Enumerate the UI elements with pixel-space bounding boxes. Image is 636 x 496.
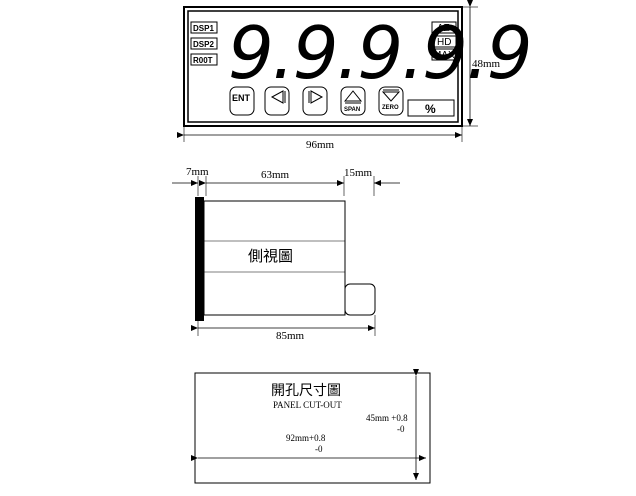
span-button[interactable]: SPAN <box>340 86 366 116</box>
percent-label: % <box>425 102 436 116</box>
cutout-view: 開孔尺寸圖 PANEL CUT-OUT 45mm +0.8 -0 92mm+0.… <box>191 369 431 484</box>
left-button[interactable] <box>264 86 290 116</box>
side-left-label: 7mm <box>186 166 209 178</box>
side-middle-label: 63mm <box>261 169 290 181</box>
cutout-width-label: 92mm+0.8 <box>286 433 326 443</box>
side-connector <box>344 283 376 316</box>
side-right-label: 15mm <box>344 167 373 179</box>
tag-dsp2: DSP2 <box>193 40 214 49</box>
zero-button-label: ZERO <box>382 105 399 111</box>
cutout-height-tol: -0 <box>397 424 405 434</box>
width-label: 96mm <box>306 139 335 151</box>
front-view: DSP1 DSP2 R00T 9.9.9.9.9 AZ HD MAX ENT <box>177 0 533 151</box>
display-digits: 9.9.9.9.9 <box>228 11 531 95</box>
tag-box-az <box>431 21 457 34</box>
cutout-frame <box>194 372 431 484</box>
tag-box-hd <box>431 35 457 48</box>
cutout-title-en: PANEL CUT-OUT <box>273 400 342 410</box>
ent-button[interactable]: ENT <box>229 86 255 116</box>
cutout-width-tol: -0 <box>315 444 323 454</box>
tag-root: R00T <box>193 56 213 65</box>
span-button-label: SPAN <box>344 107 360 113</box>
up-triangle-icon <box>343 90 363 102</box>
left-triangle-icon <box>270 90 284 104</box>
right-triangle-icon <box>310 90 324 104</box>
right-button[interactable] <box>302 86 328 116</box>
tag-box-dsp1 <box>190 21 218 34</box>
down-triangle-icon <box>381 91 401 102</box>
tag-dsp1: DSP1 <box>193 24 214 33</box>
cutout-title-cn: 開孔尺寸圖 <box>271 383 341 399</box>
side-view-title: 側視圖 <box>248 247 293 265</box>
tag-box-max <box>431 48 457 61</box>
height-label: 48mm <box>472 58 501 70</box>
tag-box-root <box>190 53 218 66</box>
tag-az: AZ <box>437 23 450 34</box>
side-view: 7mm 63mm 15mm 側視圖 85mm <box>172 166 400 342</box>
ent-button-label: ENT <box>232 93 251 103</box>
tag-hd: HD <box>437 37 451 48</box>
percent-box <box>407 99 455 117</box>
front-outer-frame <box>183 6 463 127</box>
side-body <box>203 200 346 316</box>
cutout-height-label: 45mm +0.8 <box>366 413 408 423</box>
tag-box-dsp2 <box>190 37 218 50</box>
front-inner-frame <box>187 10 459 123</box>
tag-max: MAX <box>433 50 455 61</box>
side-bezel <box>195 197 204 321</box>
side-bottom-label: 85mm <box>276 330 305 342</box>
zero-button[interactable]: ZERO <box>378 86 404 116</box>
